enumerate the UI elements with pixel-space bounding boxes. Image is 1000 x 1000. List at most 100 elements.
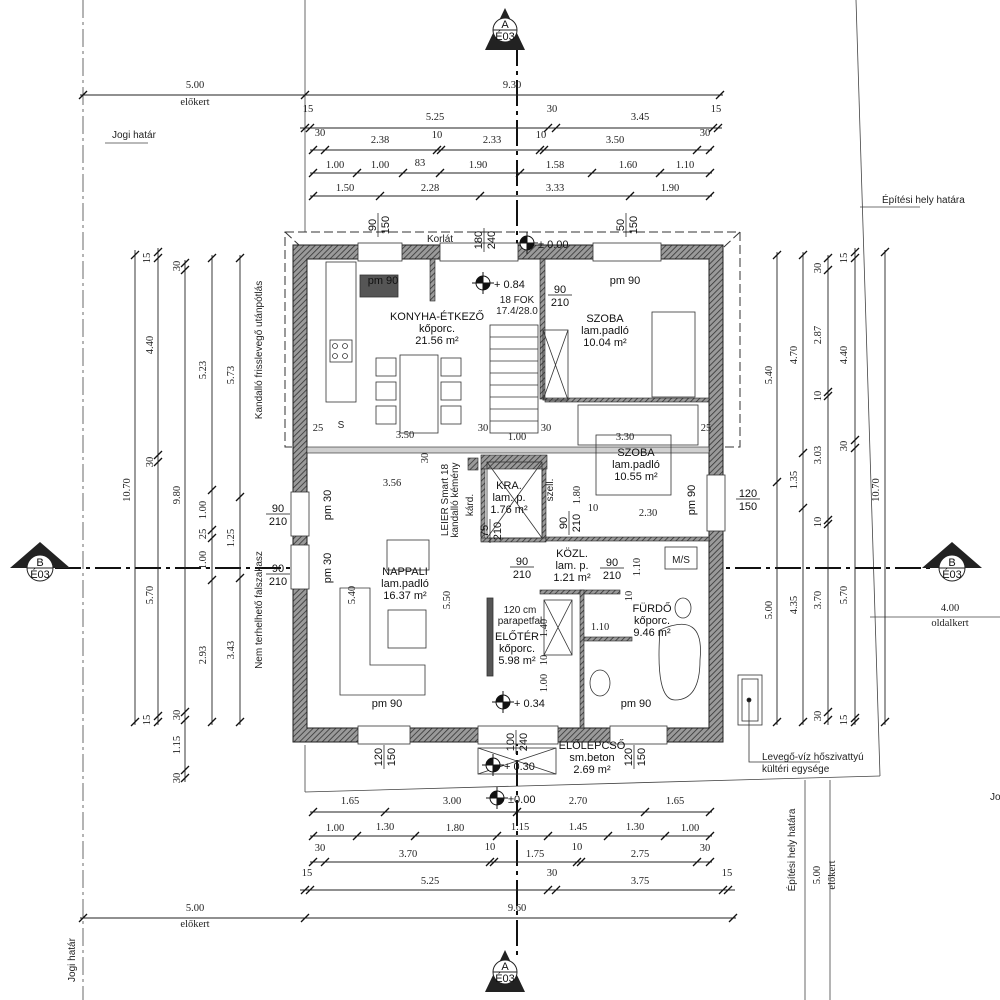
dimension-tick (485, 857, 495, 867)
dimension-tick (880, 247, 890, 257)
dimension-tick (153, 253, 163, 263)
dimension-row (308, 807, 715, 817)
dimension-label: 15 (839, 253, 850, 264)
dimension-label: 2.87 (813, 326, 824, 344)
room-floor-finish: lam. p. (492, 492, 525, 504)
dimension-label: 15 (142, 253, 153, 264)
opening-width: 50 (615, 219, 627, 231)
dining-table (399, 354, 439, 434)
dimension-tick (308, 857, 318, 867)
dimension-tick (130, 717, 140, 727)
dimension-tick (587, 168, 597, 178)
opening-height: 240 (518, 733, 530, 751)
dimension-tick (180, 773, 190, 783)
room-name: NAPPALI (382, 566, 428, 578)
dimension-label: 1.00 (326, 160, 344, 171)
dimension-column (880, 247, 890, 727)
dimension-label: 2.33 (483, 135, 501, 146)
dimension-label: 1.50 (336, 183, 354, 194)
opening-height: 240 (486, 231, 498, 249)
front-yard-dimension: 5.00 (812, 866, 823, 884)
dimension-tick (640, 807, 650, 817)
front-yard-label: előkert (180, 97, 209, 108)
opening-height: 210 (269, 576, 287, 588)
room-area: 16.37 m² (383, 590, 427, 602)
dimension-label: 1.15 (511, 822, 529, 833)
dimension-tick (705, 145, 715, 155)
room-name: KRA. (496, 480, 522, 492)
dimension-tick (410, 831, 420, 841)
dimension-row (308, 168, 715, 178)
dimension-label: 30 (172, 773, 183, 784)
dimension-tick (352, 831, 362, 841)
dimension-tick (705, 191, 715, 201)
dimension-tick (475, 191, 485, 201)
stair-ratio: 17.4/28.0 (496, 306, 538, 317)
window-label: pm 30 (322, 553, 334, 584)
dimension-tick (352, 168, 362, 178)
dimension-tick (660, 831, 670, 841)
opening-height: 150 (386, 748, 398, 766)
dimension-tick (823, 715, 833, 725)
dimension-tick (705, 807, 715, 817)
dimension-tick (320, 857, 330, 867)
dimension-column (207, 253, 217, 727)
inner-dimension-label: 1.00 (508, 432, 526, 443)
dimension-tick (180, 765, 190, 775)
dimension-label: 5.00 (186, 903, 204, 914)
dimension-tick (180, 707, 190, 717)
inner-dimension-label: 30 (420, 453, 431, 464)
front-yard-label: előkert (180, 919, 209, 930)
inner-dimension-label: 3.30 (616, 432, 634, 443)
dimension-tick (718, 885, 728, 895)
dimension-tick (625, 191, 635, 201)
boundary-label-cut-off: Jo (990, 792, 1000, 803)
opening-width: 90 (367, 219, 379, 231)
section-letter: A (501, 961, 509, 973)
inner-dimension-label: 30 (478, 423, 489, 434)
dimension-label: 30 (700, 128, 711, 139)
dimension-row (78, 913, 738, 923)
dimension-tick (823, 391, 833, 401)
room-name: SZOBA (617, 447, 655, 459)
opening-width: 100 (505, 733, 517, 751)
opening-height: 150 (739, 501, 757, 513)
room-name: ELŐTÉR (495, 629, 539, 643)
dimension-label: 30 (839, 441, 850, 452)
dimension-tick (723, 885, 733, 895)
room-name: ELŐLÉPCSŐ (559, 738, 626, 752)
dimension-tick (772, 717, 782, 727)
dimension-tick (823, 265, 833, 275)
dimension-tick (715, 90, 725, 100)
dimension-label: 4.40 (145, 336, 156, 354)
dimension-label: 2.28 (421, 183, 439, 194)
level-marker-icon (472, 272, 494, 294)
room-area: 1.76 m² (490, 504, 528, 516)
dimension-label: 5.73 (226, 366, 237, 384)
dimension-tick (850, 713, 860, 723)
inner-dimension-label: 25 (701, 423, 712, 434)
opening-width: 180 (473, 231, 485, 249)
dimension-label: 5.40 (764, 366, 775, 384)
dimension-tick (798, 250, 808, 260)
room-area: 9.46 m² (633, 627, 671, 639)
level-marker-icon (492, 691, 514, 713)
room-floor-finish: kőporc. (419, 323, 455, 335)
inner-dimension-label: 1.40 (539, 619, 550, 637)
section-marker-b-left: B É03 (10, 542, 70, 582)
dimension-tick (235, 492, 245, 502)
dimension-column (153, 247, 163, 727)
opening-height: 150 (380, 216, 392, 234)
dimension-row (300, 885, 735, 895)
opening-width: 90 (554, 284, 566, 296)
dimension-label: 3.45 (631, 112, 649, 123)
dimension-tick (380, 807, 390, 817)
room-name: FÜRDŐ (632, 601, 672, 615)
dimension-tick (153, 711, 163, 721)
dimension-label: 3.43 (226, 641, 237, 659)
dimension-label: 1.35 (789, 471, 800, 489)
dimension-column (850, 247, 860, 727)
dimension-label: 30 (813, 263, 824, 274)
building-zone-boundary-label: Építési hely határa (785, 808, 798, 891)
